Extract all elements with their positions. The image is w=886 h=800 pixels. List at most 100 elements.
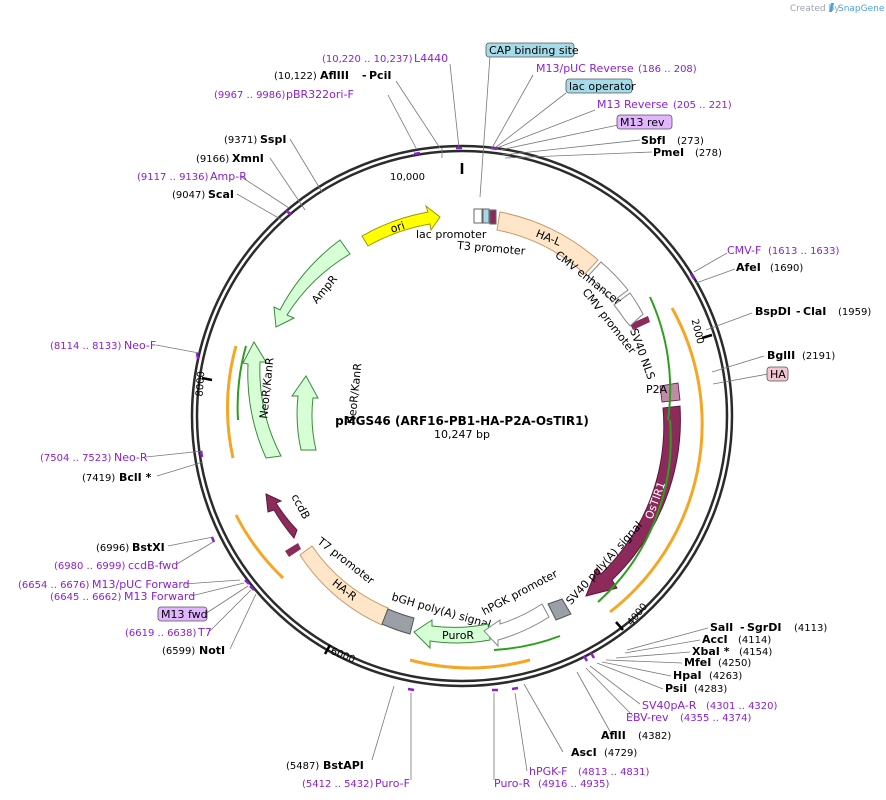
site-psii[interactable]: PsiI (665, 682, 687, 695)
orange-arc-right (609, 307, 704, 614)
site-afliii[interactable]: AflIII (320, 69, 349, 82)
lac-operator-feature[interactable] (482, 208, 490, 224)
backbone-outer-ring (190, 144, 734, 688)
site-scai[interactable]: ScaI (208, 188, 234, 201)
site-acci[interactable]: AccI (702, 633, 728, 646)
t3-promoter-feature[interactable] (489, 209, 497, 225)
primer-puro-f[interactable]: Puro-F (375, 777, 410, 790)
ampr-feature[interactable] (273, 239, 351, 328)
site-aflii[interactable]: AflII (601, 729, 626, 742)
site-coord-xmni: (9166) (196, 154, 229, 165)
m13-fwd-box[interactable] (157, 606, 208, 622)
site-coord-bspdi: (1959) (838, 307, 871, 318)
primer-cmv-f[interactable]: CMV-F (727, 244, 761, 257)
green-arc-right-2 (597, 419, 672, 603)
site-xbai[interactable]: XbaI * (692, 645, 730, 658)
primer-hpgk-f[interactable]: hPGK-F (529, 765, 567, 778)
primer-neo-r[interactable]: Neo-R (114, 451, 148, 464)
primer-puro-r[interactable]: Puro-R (494, 777, 531, 790)
primer-m13-forward[interactable]: M13 Forward (124, 590, 195, 603)
primer-sv40pa-r[interactable]: SV40pA-R (642, 699, 697, 712)
site-coord-asci: (4729) (604, 748, 637, 759)
site-sali[interactable]: SalI (710, 621, 733, 634)
site-pcii[interactable]: PciI (369, 69, 391, 82)
site-bstapi[interactable]: BstAPI (323, 759, 364, 772)
primer-l4440[interactable]: L4440 (414, 52, 448, 65)
ccdb-feature[interactable] (265, 493, 298, 539)
hpgk-promoter-feature[interactable] (483, 603, 550, 648)
orange-arc-bottom (409, 658, 531, 670)
cmv-enhancer-feature[interactable] (587, 261, 629, 303)
primer-m13-puc-forward[interactable]: M13/pUC Forward (92, 578, 190, 591)
tick-marks (201, 163, 713, 655)
neor-kanr-label-1: NeoR/KanR (257, 356, 276, 419)
sv40-nls-feature[interactable] (630, 316, 650, 330)
site-sspi[interactable]: SspI (260, 133, 286, 146)
lac-operator-label: lac operator (569, 80, 636, 93)
site-coord-sali: (4113) (794, 623, 827, 634)
primer-neo-f[interactable]: Neo-F (124, 339, 156, 352)
site-pmei[interactable]: PmeI (653, 146, 684, 159)
site-sep-sgrdi: - (740, 621, 745, 634)
site-clai[interactable]: ClaI (803, 305, 826, 318)
site-bspdi[interactable]: BspDI (755, 305, 791, 318)
lac-promoter-feature[interactable] (473, 208, 483, 224)
m13-fwd-label: M13 fwd (161, 608, 208, 621)
primer-m13-reverse[interactable]: M13 Reverse (597, 98, 668, 111)
site-noti[interactable]: NotI (199, 644, 225, 657)
sv40-polya-feature[interactable] (547, 598, 572, 621)
site-coord-bstapi: (5487) (286, 761, 319, 772)
m13-rev-box[interactable] (616, 114, 673, 130)
ccdb-label: ccdB (288, 492, 312, 522)
primer-coord-m13-puc-forward: (6654 .. 6676) (18, 580, 90, 591)
bgh-polya-feature[interactable] (381, 608, 415, 635)
primer-coord-amp-r: (9117 .. 9136) (137, 172, 209, 183)
primer-t7[interactable]: T7 (197, 626, 212, 639)
primer-coord-cmv-f: (1613 .. 1633) (768, 246, 840, 257)
site-sbfi[interactable]: SbfI (641, 134, 666, 147)
primer-ccdb-fwd[interactable]: ccdB-fwd (128, 559, 178, 572)
site-bglii[interactable]: BglII (767, 349, 795, 362)
primer-amp-r[interactable]: Amp-R (210, 170, 247, 183)
ha-r-feature[interactable] (299, 545, 389, 626)
primer-pbr322ori-f[interactable]: pBR322ori-F (286, 88, 354, 101)
primer-coord-ccdb-fwd: (6980 .. 6999) (54, 561, 126, 572)
cmv-promoter-feature[interactable] (613, 292, 644, 327)
green-arc-bottom (493, 635, 561, 651)
site-mfei[interactable]: MfeI (684, 656, 711, 669)
m13-rev-label: M13 rev (620, 116, 665, 129)
site-asci[interactable]: AscI (571, 746, 597, 759)
site-bstxi[interactable]: BstXI (132, 541, 165, 554)
site-hpai[interactable]: HpaI (673, 669, 702, 682)
site-bcli[interactable]: BclI * (119, 471, 152, 484)
primer-coord-neo-f: (8114 .. 8133) (50, 341, 122, 352)
t7-promoter-feature[interactable] (285, 543, 301, 557)
primer-marks (195, 146, 696, 692)
cap-binding-site-box[interactable] (485, 42, 575, 58)
ori-feature[interactable] (361, 204, 441, 247)
credit-brand: SnapGene (838, 4, 885, 14)
primer-ebv-rev[interactable]: EBV-rev (626, 711, 669, 724)
site-coord-afei: (1690) (770, 263, 803, 274)
primer-coord-m13-forward: (6645 .. 6662) (50, 592, 122, 603)
site-coord-noti: (6599) (162, 646, 195, 657)
primer-m13-puc-reverse[interactable]: M13/pUC Reverse (536, 62, 634, 75)
site-sep-clai: - (796, 305, 801, 318)
lac-operator-box[interactable] (565, 78, 633, 94)
green-arc-right (649, 296, 672, 421)
site-xmni[interactable]: XmnI (232, 152, 264, 165)
ha-l-feature[interactable] (496, 211, 599, 275)
site-coord-xbai: (4154) (739, 647, 772, 658)
puror-feature[interactable] (413, 619, 491, 650)
site-coord-bglii: (2191) (802, 351, 835, 362)
credit-prefix: Created by (790, 4, 840, 14)
neor-kanr-feature-2[interactable] (291, 375, 319, 451)
puror-label: PuroR (442, 629, 474, 642)
primer-coord-puro-r: (4916 .. 4935) (538, 779, 610, 790)
site-sgrdi[interactable]: SgrDI (747, 621, 781, 634)
sv40-nls-label: SV40 NLS (627, 327, 657, 382)
site-afei[interactable]: AfeI (736, 261, 761, 274)
primer-coord-hpgk-f: (4813 .. 4831) (578, 767, 650, 778)
neor-kanr-feature-1[interactable] (242, 340, 282, 459)
ha-tag-box[interactable] (766, 366, 789, 382)
